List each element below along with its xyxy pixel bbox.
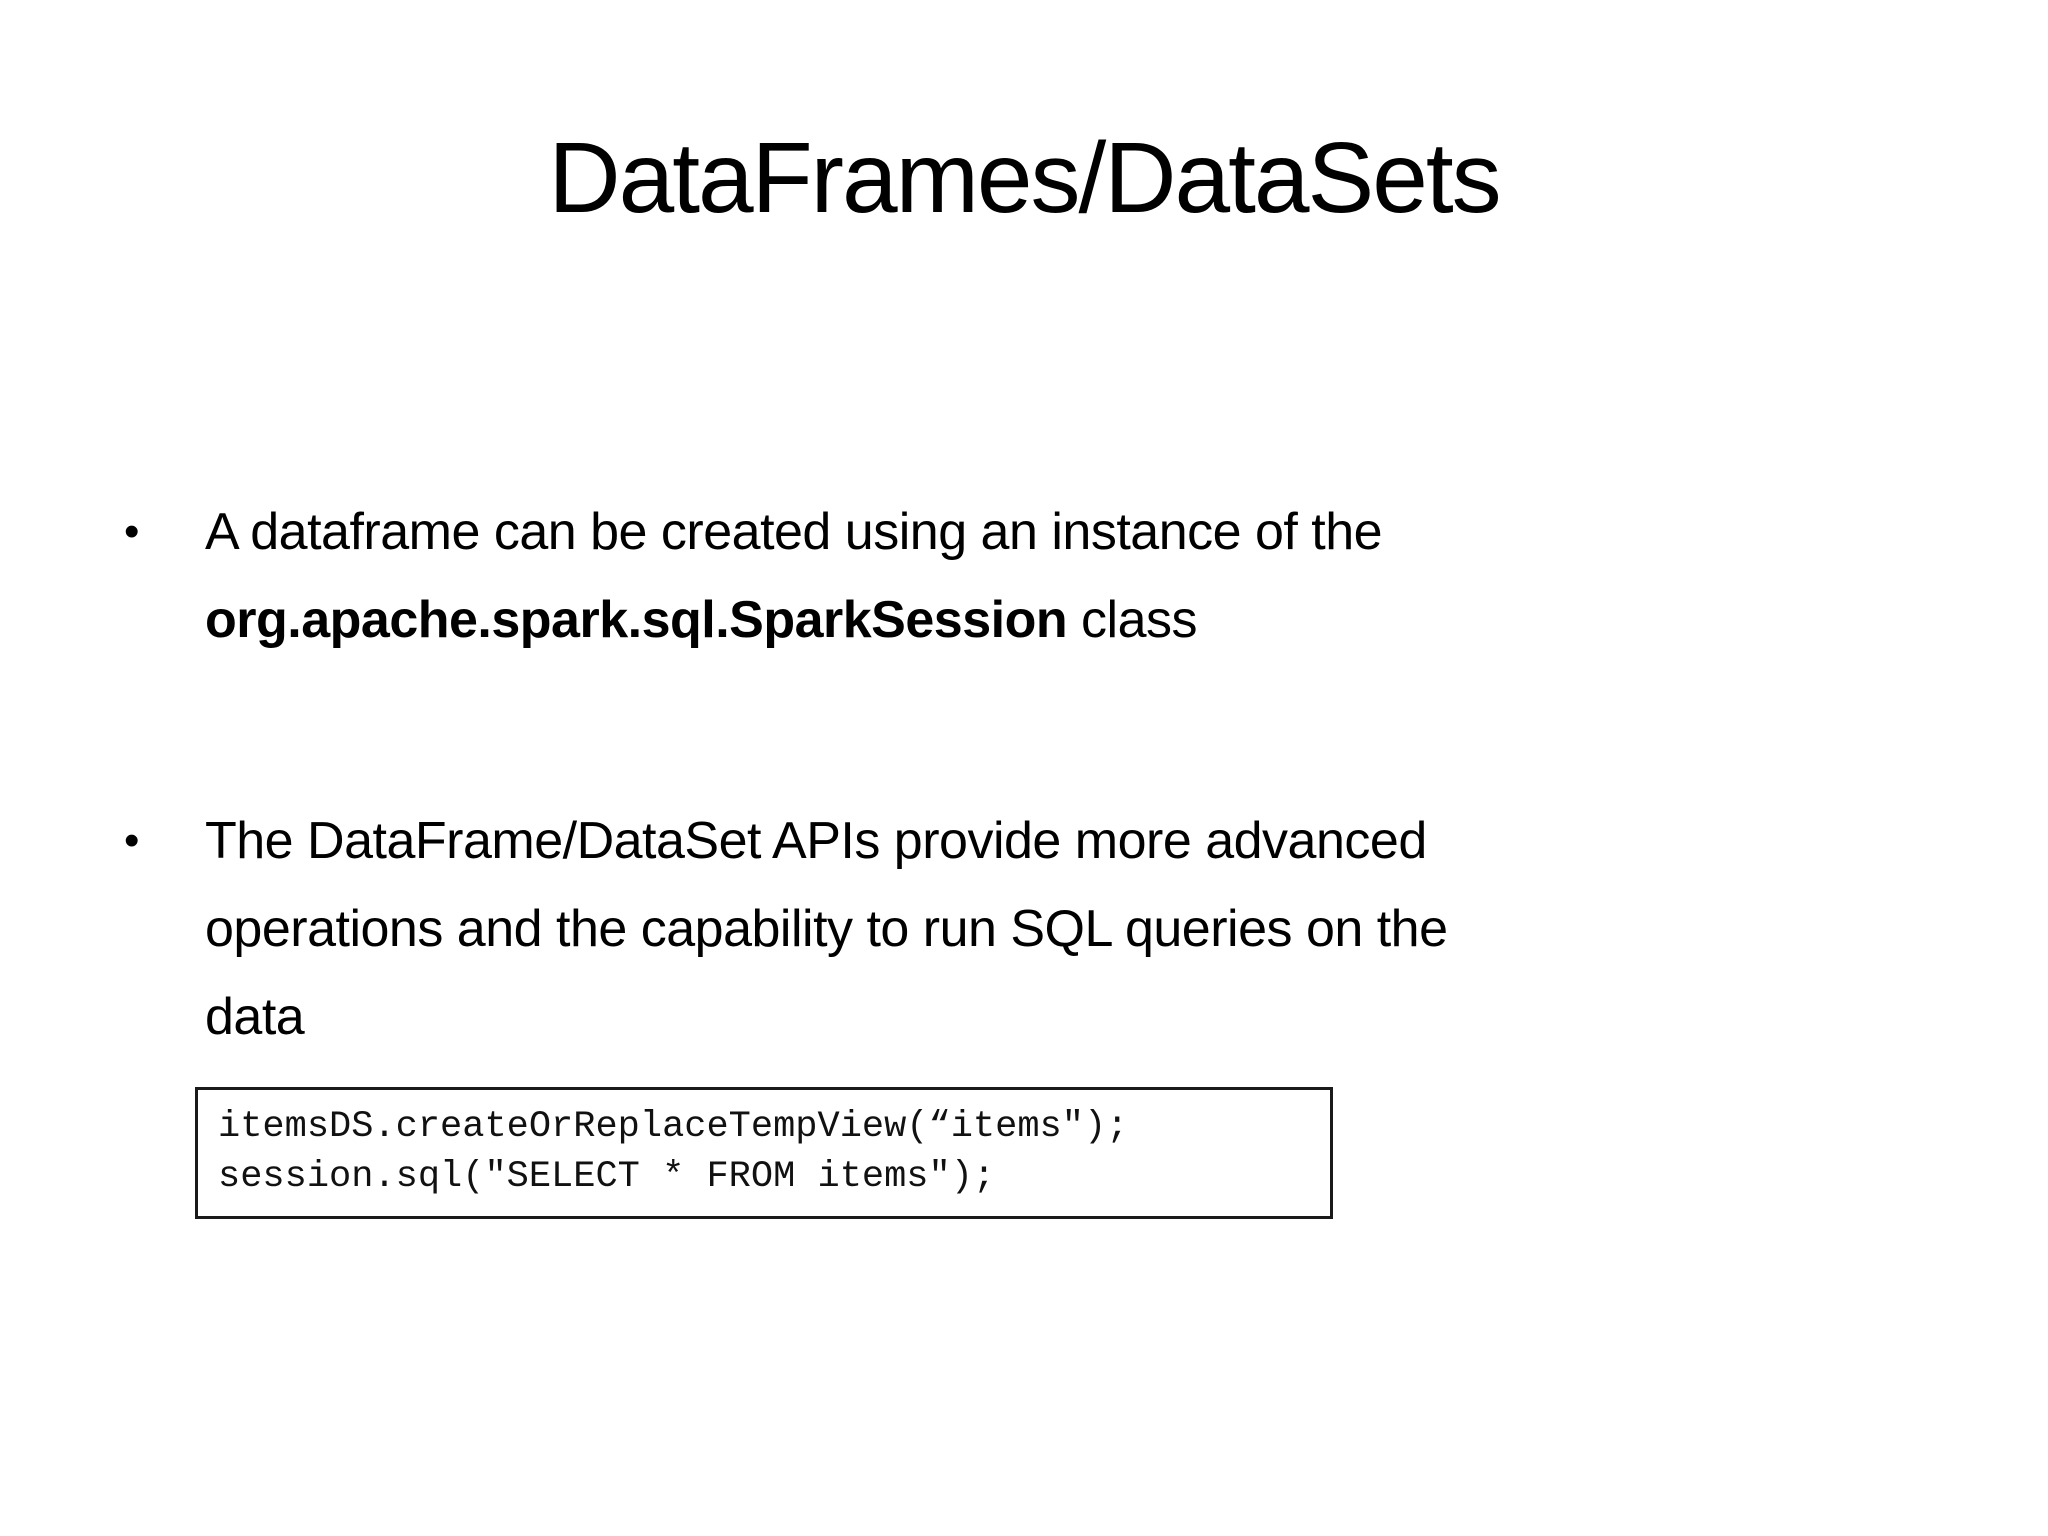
- bullet-1-line-1: A dataframe can be created using an inst…: [205, 503, 1383, 561]
- bullet-item-2: • The DataFrame/DataSet APIs provide mor…: [110, 797, 1958, 1061]
- slide-body: • A dataframe can be created using an in…: [0, 488, 2048, 1219]
- bullet-2-text: The DataFrame/DataSet APIs provide more …: [205, 797, 1448, 1061]
- bullet-1-line-2-rest: class: [1067, 591, 1198, 649]
- bullet-item-1: • A dataframe can be created using an in…: [110, 488, 1958, 664]
- bullet-marker: •: [124, 816, 140, 865]
- bullet-marker: •: [124, 507, 140, 556]
- code-line-2: session.sql("SELECT * FROM items");: [218, 1156, 996, 1198]
- bullet-1-text: A dataframe can be created using an inst…: [205, 488, 1383, 664]
- bullet-1-line-2: org.apache.spark.sql.SparkSession class: [205, 576, 1382, 664]
- bullet-2-line-3: data: [205, 988, 305, 1046]
- bullet-2-line-2: operations and the capability to run SQL…: [205, 900, 1448, 958]
- bullet-2-line-1: The DataFrame/DataSet APIs provide more …: [205, 812, 1427, 870]
- slide-title: DataFrames/DataSets: [548, 122, 1501, 234]
- code-line-1: itemsDS.createOrReplaceTempView(“items")…: [218, 1106, 1129, 1148]
- bullet-1-bold-classname: org.apache.spark.sql.SparkSession: [205, 591, 1068, 649]
- code-box: itemsDS.createOrReplaceTempView(“items")…: [195, 1087, 1333, 1219]
